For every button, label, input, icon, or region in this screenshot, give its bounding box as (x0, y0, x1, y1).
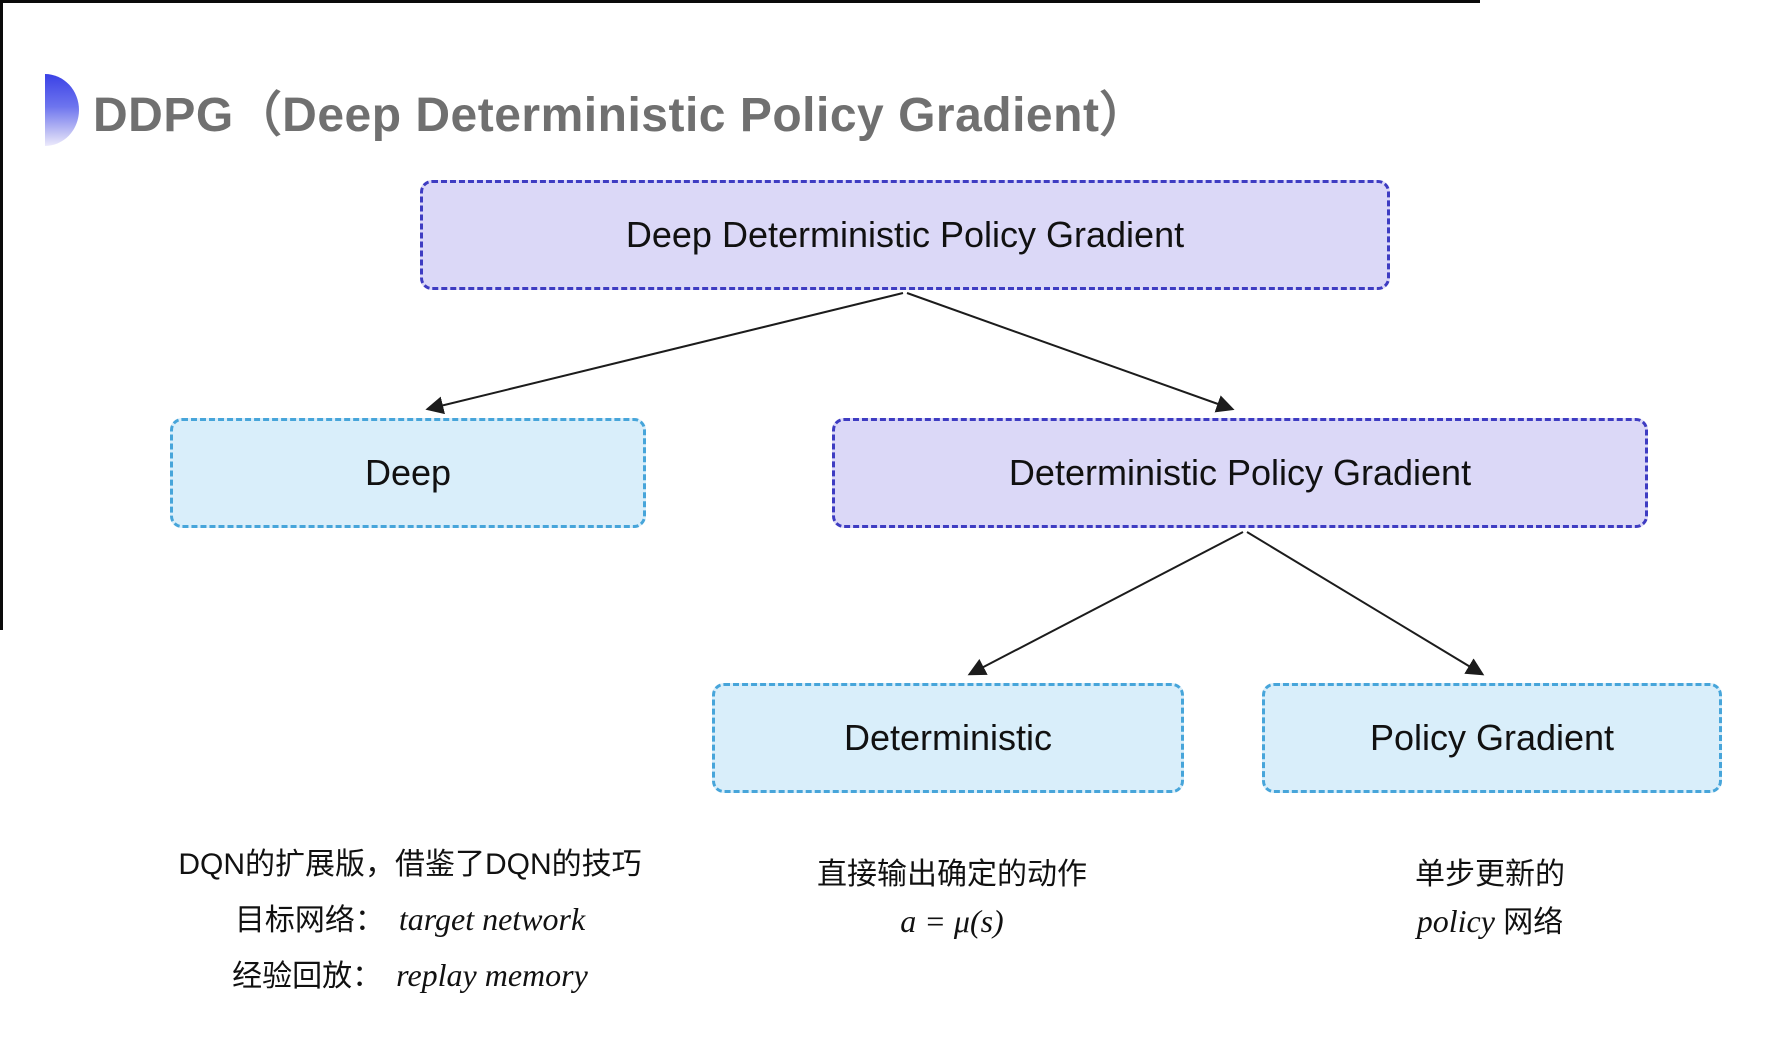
note-deterministic: 直接输出确定的动作 a = μ(s) (752, 852, 1152, 946)
tree-node-deterministic-label: Deterministic (843, 717, 1053, 758)
tree-node-policy-gradient-label: Policy Gradient (1369, 717, 1615, 758)
note-policy-gradient-line1: 单步更新的 (1415, 858, 1565, 891)
note-deep-line1: DQN的扩展版，借鉴了DQN的技巧 (178, 848, 642, 881)
tree-node-deterministic-policy-gradient: Deterministic Policy Gradient (832, 418, 1648, 528)
tree-node-root: Deep Deterministic Policy Gradient (420, 180, 1390, 290)
tree-node-dpg-label: Deterministic Policy Gradient (1008, 452, 1472, 493)
arrow-root-to-dpg (906, 292, 1235, 413)
arrow-dpg-to-policy-gradient (1246, 531, 1485, 676)
title-bullet-icon (45, 74, 79, 146)
note-deterministic-line1: 直接输出确定的动作 (817, 858, 1087, 891)
frame-left-line (0, 0, 3, 630)
title-row: DDPG（Deep Deterministic Policy Gradient） (45, 74, 1148, 146)
note-deep-replay-label: 经验回放： (232, 960, 383, 993)
arrow-dpg-to-deterministic (967, 531, 1244, 676)
tree-node-root-label: Deep Deterministic Policy Gradient (625, 214, 1185, 255)
frame-top-line (0, 0, 1480, 3)
note-deterministic-formula: a = μ(s) (900, 903, 1004, 939)
note-deep-replay-value: replay memory (396, 957, 588, 993)
note-policy-gradient-word: policy (1416, 903, 1495, 939)
tree-node-deterministic: Deterministic (712, 683, 1184, 793)
note-deep-target-network: 目标网络： target network (110, 892, 710, 948)
arrow-root-to-deep (425, 292, 904, 415)
note-policy-gradient-suffix: 网络 (1494, 906, 1564, 939)
note-deep-replay-memory: 经验回放： replay memory (110, 948, 710, 1004)
page-title: DDPG（Deep Deterministic Policy Gradient） (93, 89, 1148, 142)
note-deep-target-value: target network (398, 901, 586, 937)
note-policy-gradient: 单步更新的 policy 网络 (1290, 852, 1690, 946)
note-policy-gradient-line2: policy 网络 (1290, 898, 1690, 946)
tree-node-deep: Deep (170, 418, 646, 528)
tree-node-policy-gradient: Policy Gradient (1262, 683, 1722, 793)
note-deep: DQN的扩展版，借鉴了DQN的技巧 目标网络： target network 经验… (110, 838, 710, 1004)
note-deep-target-label: 目标网络： (234, 904, 385, 937)
tree-node-deep-label: Deep (364, 452, 452, 493)
